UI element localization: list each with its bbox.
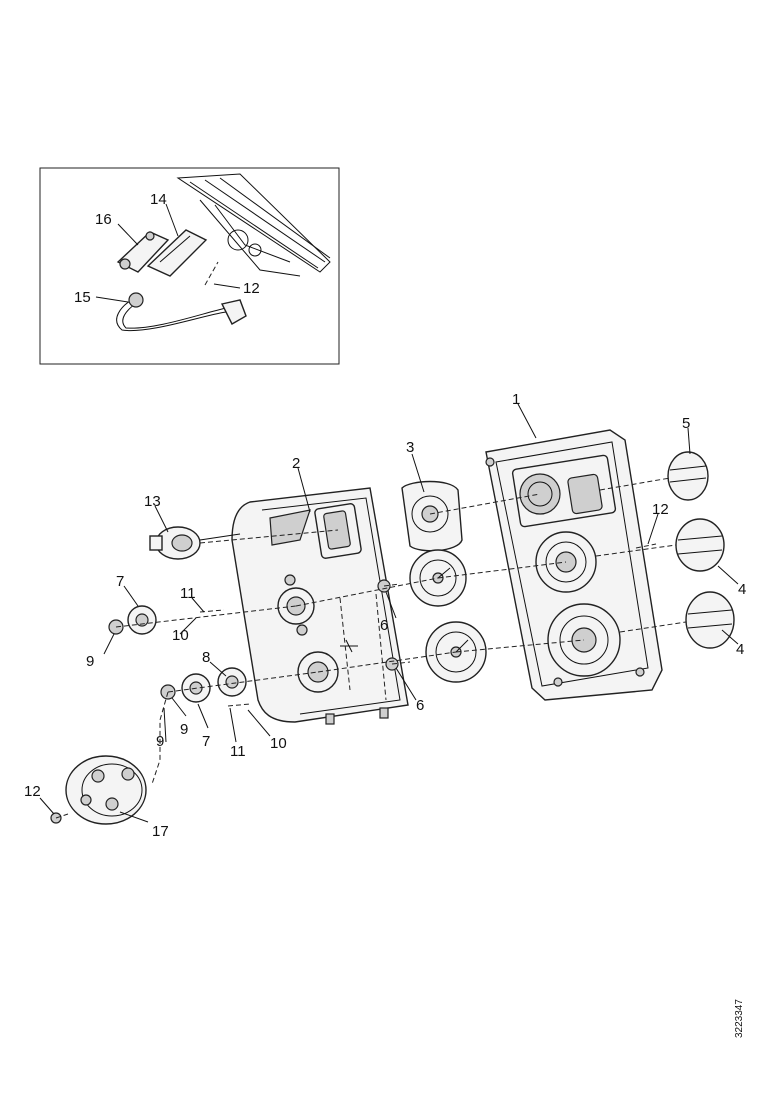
part-4-cap-lower: [685, 591, 735, 649]
part-17-housing: [65, 755, 147, 825]
callout-13: 13: [144, 493, 161, 510]
part-2-rear-panel: [231, 487, 409, 725]
part-5-cap: [667, 451, 709, 501]
part-7-upper: [127, 605, 157, 635]
inset-part-14-connector: [146, 229, 208, 277]
callout-12-right: 12: [652, 501, 669, 518]
part-1-instrument-panel: [485, 429, 663, 701]
part-13-bulb-holder: [149, 526, 241, 560]
inset-label-16: 16: [95, 211, 112, 228]
callout-2: 2: [292, 455, 300, 472]
part-4-cap-upper: [675, 518, 725, 572]
assembly-lines: [55, 477, 687, 819]
callout-12-left: 12: [24, 783, 41, 800]
callouts: 1 2 3 5 12 4 4 13 7 11 10 9 6 6 8 9 7 9 …: [24, 391, 746, 840]
callout-5: 5: [682, 415, 690, 432]
inset-part-15-harness: [116, 292, 247, 332]
callout-7-lower: 7: [202, 733, 210, 750]
callout-6-lower: 6: [416, 697, 424, 714]
callout-11-upper: 11: [180, 585, 196, 602]
inset-label-15: 15: [74, 289, 91, 306]
part-12-screw-right: [635, 543, 657, 549]
callout-11-lower: 11: [230, 743, 246, 760]
inset-frame: [39, 167, 340, 365]
inset-screw-12: [204, 261, 219, 286]
callout-10-upper: 10: [172, 627, 189, 644]
inset-dashboard-edge: [176, 173, 331, 277]
callout-9-left: 9: [156, 733, 164, 750]
leader-lines: [39, 403, 739, 823]
callout-4-lower: 4: [736, 641, 744, 658]
callout-9-upper: 9: [86, 653, 94, 670]
callout-7-upper: 7: [116, 573, 124, 590]
callout-17: 17: [152, 823, 169, 840]
callout-6-upper: 6: [380, 617, 388, 634]
inset-detail: 16 14 15 12: [39, 167, 340, 365]
inset-label-14: 14: [150, 191, 167, 208]
callout-3: 3: [406, 439, 414, 456]
callout-4-upper: 4: [738, 581, 746, 598]
callout-10-lower: 10: [270, 735, 287, 752]
part-3-bezel: [401, 480, 463, 552]
inset-part-16-bracket: [116, 231, 170, 273]
callout-8: 8: [202, 649, 210, 666]
callout-9-mid: 9: [180, 721, 188, 738]
callout-1: 1: [512, 391, 520, 408]
inset-label-12: 12: [243, 280, 260, 297]
document-id: 3223347: [734, 999, 745, 1038]
